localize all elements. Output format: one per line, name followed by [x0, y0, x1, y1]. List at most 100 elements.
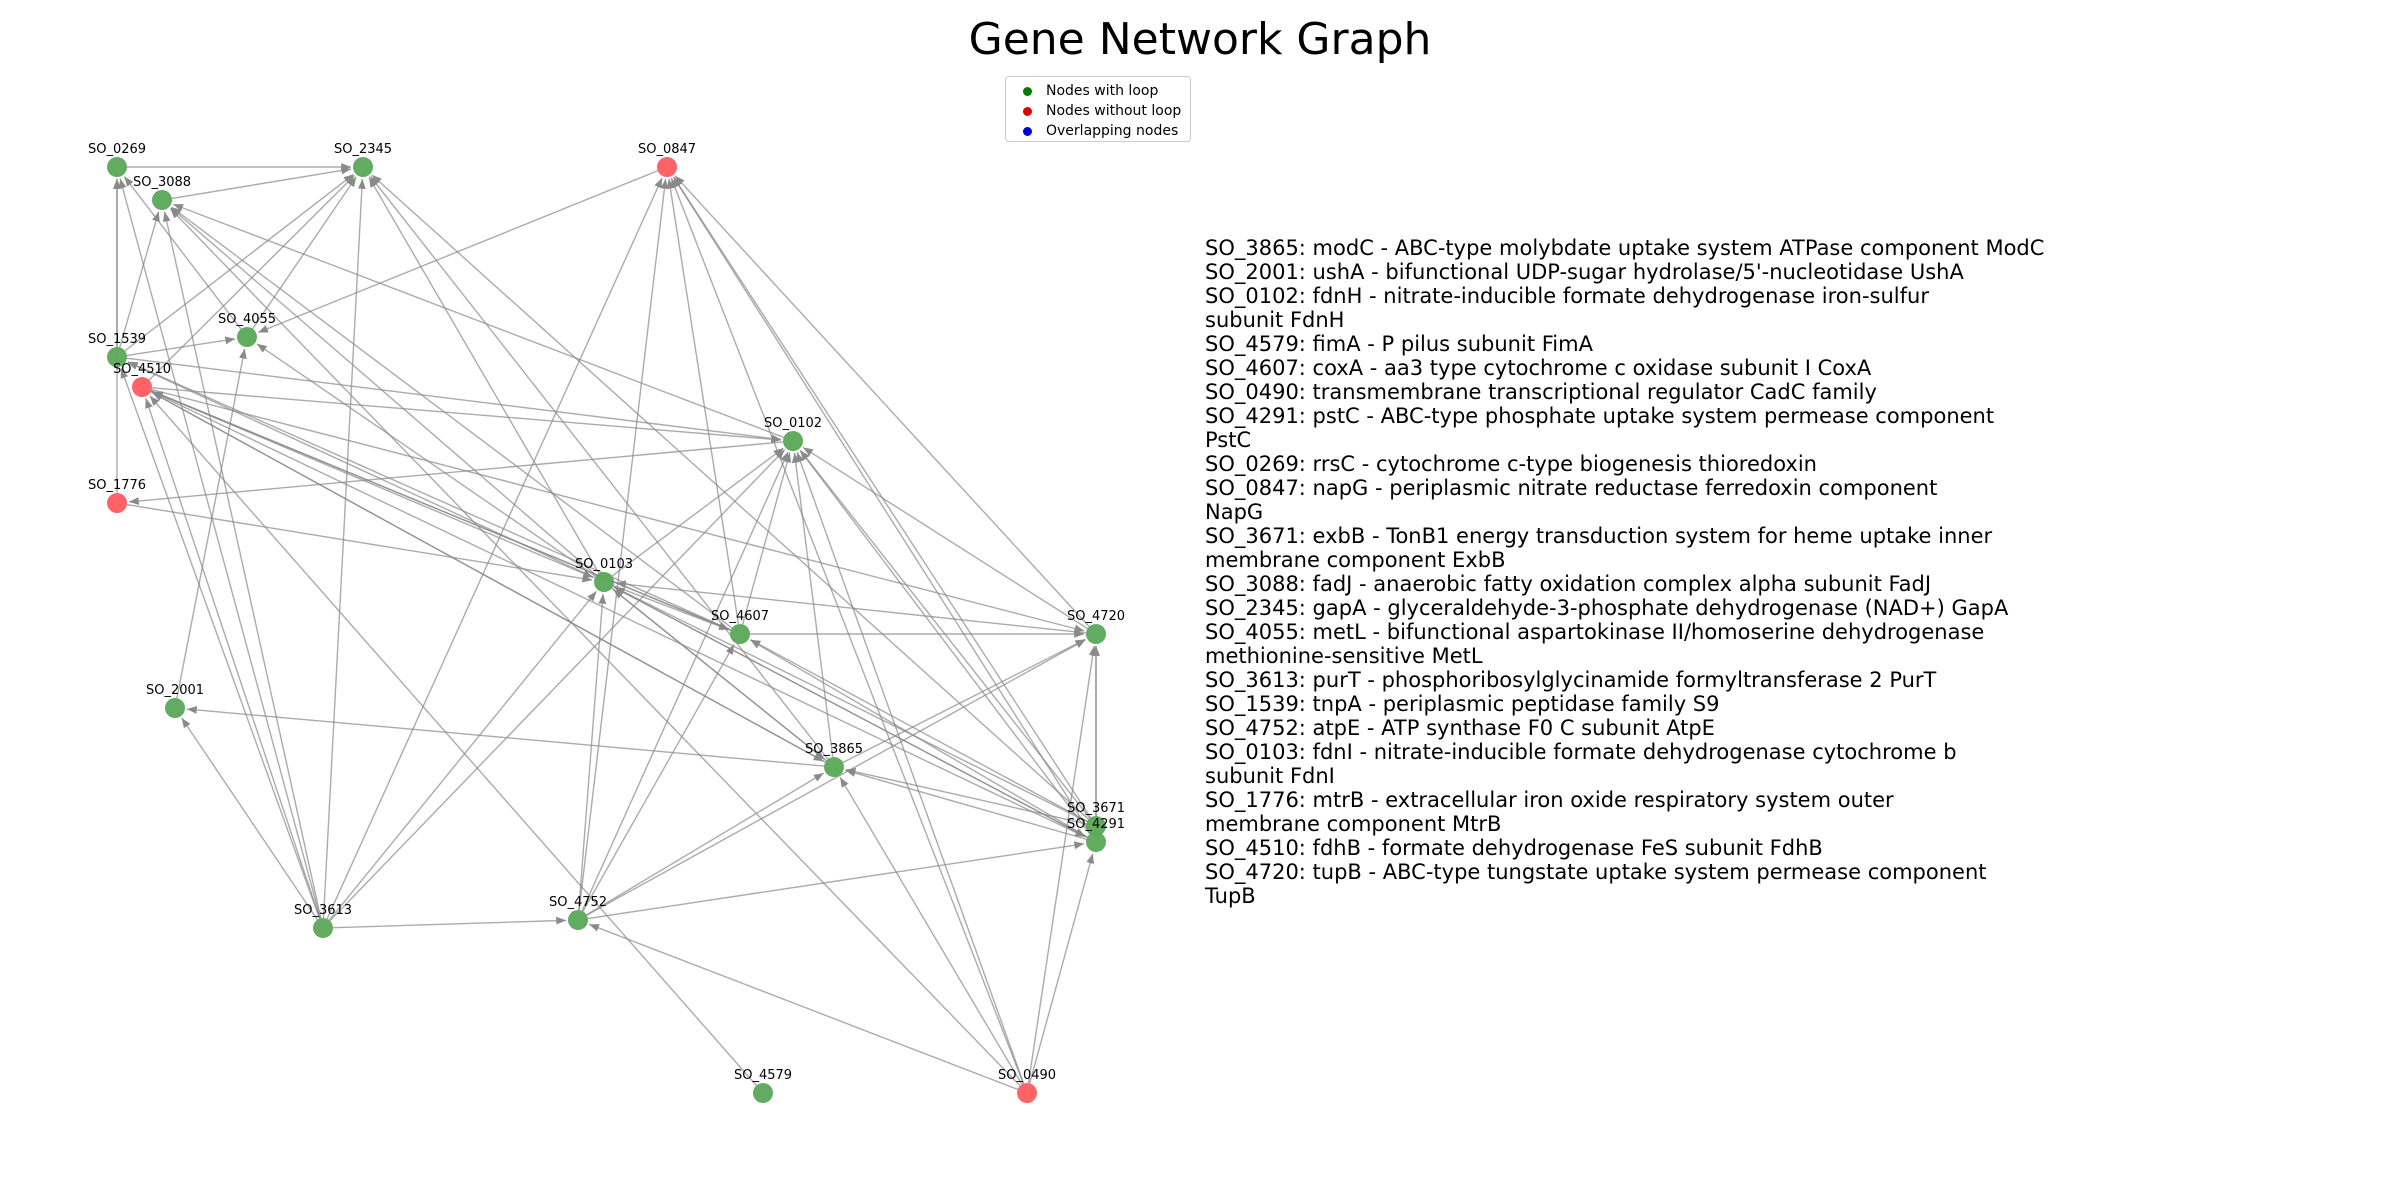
- gene-description-line: SO_2345: gapA - glyceraldehyde-3-phospha…: [1205, 596, 2009, 620]
- node-circle-so-3671[interactable]: [1086, 816, 1106, 836]
- legend-marker-without-loop: [1023, 106, 1032, 116]
- edge-so_4291-to-so_3865: [845, 769, 1087, 840]
- node-circle-so-4291[interactable]: [1086, 832, 1106, 852]
- gene-description-line: SO_4752: atpE - ATP synthase F0 C subuni…: [1205, 716, 1715, 740]
- edge-so_4752-to-so_4720: [586, 639, 1086, 916]
- node-label-so-4720: SO_4720: [1067, 609, 1125, 624]
- node-label-so-4607: SO_4607: [711, 609, 769, 624]
- edge-so_3613-to-so_4752: [332, 916, 567, 929]
- gene-description-line: NapG: [1205, 500, 1264, 524]
- node-circle-so-0847[interactable]: [657, 157, 677, 177]
- node-so-4579[interactable]: SO_4579: [734, 1068, 792, 1103]
- gene-description-line: SO_4579: fimA - P pilus subunit FimA: [1205, 332, 1593, 356]
- node-label-so-4752: SO_4752: [549, 895, 607, 910]
- edge-so_3613-to-so_0103: [328, 590, 597, 921]
- node-so-1539[interactable]: SO_1539: [88, 332, 146, 367]
- gene-description-line: SO_0102: fdnH - nitrate-inducible format…: [1205, 284, 1929, 308]
- gene-description-line: SO_4720: tupB - ABC-type tungstate uptak…: [1205, 860, 1987, 884]
- node-so-4607[interactable]: SO_4607: [711, 609, 769, 644]
- edge-so_0103-to-so_3088: [170, 207, 597, 576]
- node-circle-so-1776[interactable]: [107, 493, 127, 513]
- node-circle-so-4720[interactable]: [1086, 624, 1106, 644]
- node-so-2345[interactable]: SO_2345: [334, 142, 392, 177]
- node-circle-so-4579[interactable]: [753, 1083, 773, 1103]
- node-label-so-0103: SO_0103: [575, 557, 633, 572]
- edge-so_0847-to-so_4055: [257, 170, 658, 334]
- node-circle-so-3613[interactable]: [313, 918, 333, 938]
- legend-item-with-loop: Nodes with loop: [1012, 81, 1184, 101]
- node-so-3865[interactable]: SO_3865: [805, 742, 863, 777]
- edge-so_3671-to-so_0847: [672, 176, 1092, 819]
- legend-item-without-loop: Nodes without loop: [1012, 101, 1184, 121]
- node-so-4055[interactable]: SO_4055: [218, 312, 276, 347]
- node-so-3671[interactable]: SO_3671: [1067, 801, 1125, 836]
- node-so-4510[interactable]: SO_4510: [113, 362, 171, 397]
- edge-so_0102-to-so_3088: [172, 203, 784, 439]
- edge-so_4291-to-so_0847: [672, 176, 1092, 834]
- gene-description-line: SO_4055: metL - bifunctional aspartokina…: [1205, 620, 1985, 644]
- node-so-4291[interactable]: SO_4291: [1067, 817, 1125, 852]
- edge-so_3613-to-so_2345: [322, 178, 366, 919]
- edge-so_3865-to-so_4720: [842, 638, 1086, 764]
- node-circle-so-0490[interactable]: [1017, 1083, 1037, 1103]
- node-circle-so-3088[interactable]: [152, 190, 172, 210]
- gene-descriptions: SO_3865: modC - ABC-type molybdate uptak…: [1205, 236, 2365, 908]
- gene-description-line: SO_2001: ushA - bifunctional UDP-sugar h…: [1205, 260, 1964, 284]
- legend-marker-overlapping: [1023, 126, 1032, 136]
- edge-so_0103-to-so_4607: [613, 584, 730, 631]
- gene-description-line: SO_1539: tnpA - periplasmic peptidase fa…: [1205, 692, 1720, 716]
- edge-so_3865-to-so_2345: [369, 176, 829, 760]
- node-circle-so-4752[interactable]: [568, 910, 588, 930]
- page-title: Gene Network Graph: [968, 14, 1432, 65]
- edge-so_3865-to-so_2001: [186, 706, 825, 767]
- gene-description-line: SO_0269: rrsC - cytochrome c-type biogen…: [1205, 452, 1817, 476]
- edge-so_0490-to-so_0847: [670, 177, 1025, 1084]
- node-so-4720[interactable]: SO_4720: [1067, 609, 1125, 644]
- node-so-3613[interactable]: SO_3613: [294, 903, 352, 938]
- node-circle-so-3865[interactable]: [824, 757, 844, 777]
- edge-so_3671-to-so_3865: [845, 767, 1087, 825]
- node-circle-so-4607[interactable]: [730, 624, 750, 644]
- edge-so_4720-to-so_0847: [674, 175, 1090, 628]
- node-so-0102[interactable]: SO_0102: [764, 416, 822, 451]
- edge-so_1539-to-so_2345: [124, 173, 354, 352]
- node-label-so-3088: SO_3088: [133, 175, 191, 190]
- edge-so_4291-to-so_0102: [799, 450, 1091, 835]
- edge-so_3613-to-so_0847: [326, 177, 663, 920]
- edge-so_0490-to-so_4720: [1027, 645, 1097, 1084]
- node-circle-so-4510[interactable]: [132, 377, 152, 397]
- node-circle-so-2001[interactable]: [165, 698, 185, 718]
- node-circle-so-1539[interactable]: [107, 347, 127, 367]
- node-so-3088[interactable]: SO_3088: [133, 175, 191, 210]
- gene-description-line: SO_0490: transmembrane transcriptional r…: [1205, 380, 1877, 404]
- node-circle-so-2345[interactable]: [353, 157, 373, 177]
- node-label-so-3865: SO_3865: [805, 742, 863, 757]
- node-label-so-4291: SO_4291: [1067, 817, 1125, 832]
- node-circle-so-0103[interactable]: [594, 572, 614, 592]
- edge-so_0102-to-so_1776: [128, 441, 784, 505]
- edge-so_3671-to-so_2345: [371, 174, 1090, 820]
- node-so-2001[interactable]: SO_2001: [146, 683, 204, 718]
- node-so-0847[interactable]: SO_0847: [638, 142, 696, 177]
- node-label-so-2001: SO_2001: [146, 683, 204, 698]
- edge-so_4752-to-so_0847: [578, 178, 669, 911]
- node-so-1776[interactable]: SO_1776: [88, 478, 146, 513]
- edge-so_3613-to-so_0269: [118, 178, 322, 919]
- node-so-0269[interactable]: SO_0269: [88, 142, 146, 177]
- edge-so_3613-to-so_0102: [329, 449, 786, 922]
- edge-so_4752-to-so_0103: [578, 593, 607, 911]
- gene-description-line: SO_3671: exbB - TonB1 energy transductio…: [1205, 524, 1993, 548]
- node-circle-so-4055[interactable]: [237, 327, 257, 347]
- gene-description-line: membrane component MtrB: [1205, 812, 1502, 836]
- node-circle-so-0102[interactable]: [783, 431, 803, 451]
- gene-description-line: SO_1776: mtrB - extracellular iron oxide…: [1205, 788, 1894, 812]
- node-so-0490[interactable]: SO_0490: [998, 1068, 1056, 1103]
- node-so-4752[interactable]: SO_4752: [549, 895, 607, 930]
- edge-so_4720-to-so_0102: [802, 446, 1088, 630]
- gene-description-line: SO_4607: coxA - aa3 type cytochrome c ox…: [1205, 356, 1872, 380]
- gene-description-line: subunit FdnI: [1205, 764, 1335, 788]
- edge-so_4291-to-so_0103: [614, 586, 1088, 838]
- node-so-0103[interactable]: SO_0103: [575, 557, 633, 592]
- node-circle-so-0269[interactable]: [107, 157, 127, 177]
